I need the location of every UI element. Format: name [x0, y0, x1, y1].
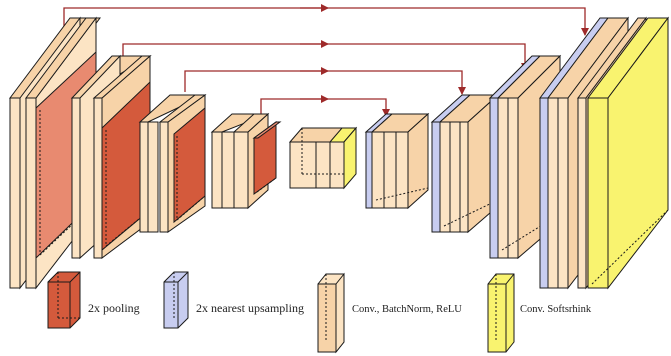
- skip-connection-level-1: [63, 7, 589, 38]
- legend-label-softshrink: Conv. Softsrhink: [520, 304, 592, 315]
- encoder-block-3: [138, 94, 207, 233]
- encoder-block-2: [70, 54, 152, 260]
- skip-connections: [63, 4, 589, 117]
- decoder-block-3: [430, 93, 500, 234]
- bottleneck-softshrink: [343, 126, 357, 190]
- decoder-block-1: [539, 16, 669, 290]
- skip-connection-level-4: [260, 98, 390, 117]
- legend: 2x pooling 2x nearest upsampling Conv., …: [47, 271, 592, 354]
- legend-label-conv: Conv., BatchNorm, ReLU: [352, 304, 462, 315]
- skip-connection-level-2: [122, 43, 529, 71]
- encoder-block-4: [210, 112, 282, 210]
- skip-connection-level-3: [184, 70, 466, 95]
- legend-pool-swatch: [47, 271, 81, 329]
- legend-upsample-swatch: [163, 271, 189, 329]
- legend-label-upsample: 2x nearest upsampling: [196, 301, 304, 315]
- legend-softshrink-swatch: [487, 273, 515, 353]
- legend-item-upsample: 2x nearest upsampling: [163, 271, 304, 329]
- legend-item-softshrink: Conv. Softsrhink: [487, 273, 592, 353]
- legend-label-pool: 2x pooling: [88, 301, 140, 315]
- bottleneck-block: [288, 126, 358, 190]
- legend-item-pool: 2x pooling: [47, 271, 140, 329]
- legend-item-conv: Conv., BatchNorm, ReLU: [317, 272, 462, 354]
- decoder-block-4: [364, 112, 430, 210]
